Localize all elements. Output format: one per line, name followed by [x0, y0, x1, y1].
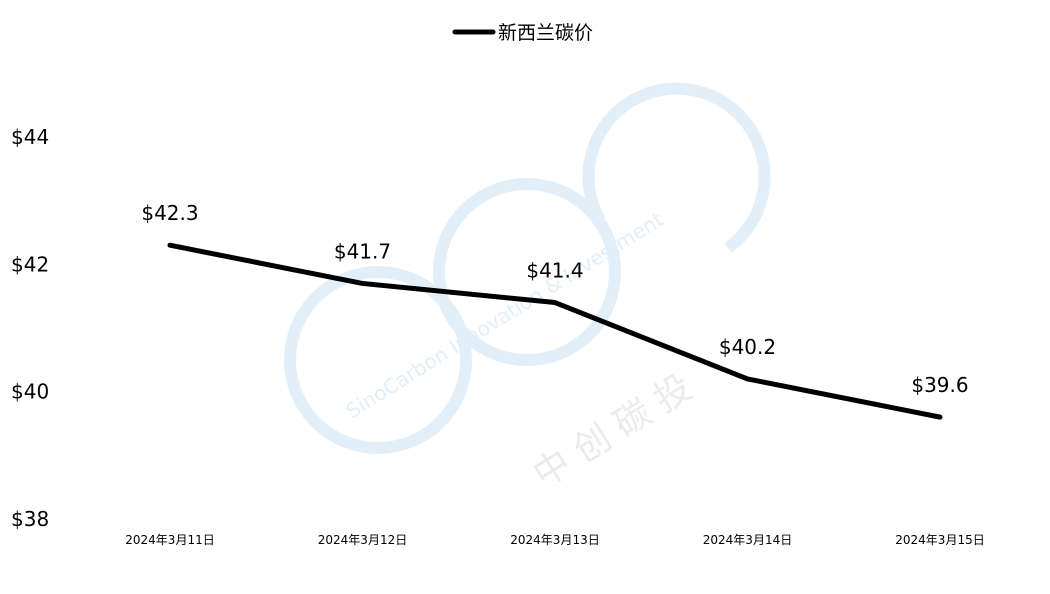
data-label: $39.6: [911, 373, 968, 397]
x-tick-label: 2024年3月13日: [510, 533, 599, 547]
y-tick-label: $44: [11, 125, 49, 149]
x-tick-label: 2024年3月11日: [125, 533, 214, 547]
watermark-cn-text: 中 创 碳 投: [526, 367, 699, 496]
x-axis: 2024年3月11日 2024年3月12日 2024年3月13日 2024年3月14日…: [125, 533, 984, 547]
legend-label: 新西兰碳价: [498, 22, 593, 44]
data-label: $40.2: [719, 335, 776, 359]
sinocarbon-watermark-logo: SinoCarbon Innovation & Investment 中 创 碳…: [284, 82, 771, 496]
data-label: $41.7: [334, 239, 391, 263]
y-tick-label: $42: [11, 252, 49, 276]
x-tick-label: 2024年3月15日: [895, 533, 984, 547]
y-axis: $38 $40 $42 $44: [11, 125, 49, 531]
series-group: [167, 242, 943, 420]
x-tick-label: 2024年3月14日: [703, 533, 792, 547]
data-labels-group: $42.3 $41.7 $41.4 $40.2 $39.6: [141, 201, 968, 397]
legend: 新西兰碳价: [452, 22, 593, 44]
data-label: $41.4: [526, 259, 583, 283]
x-tick-label: 2024年3月12日: [318, 533, 407, 547]
y-tick-label: $38: [11, 507, 49, 531]
y-tick-label: $40: [11, 380, 49, 404]
data-label: $42.3: [141, 201, 198, 225]
